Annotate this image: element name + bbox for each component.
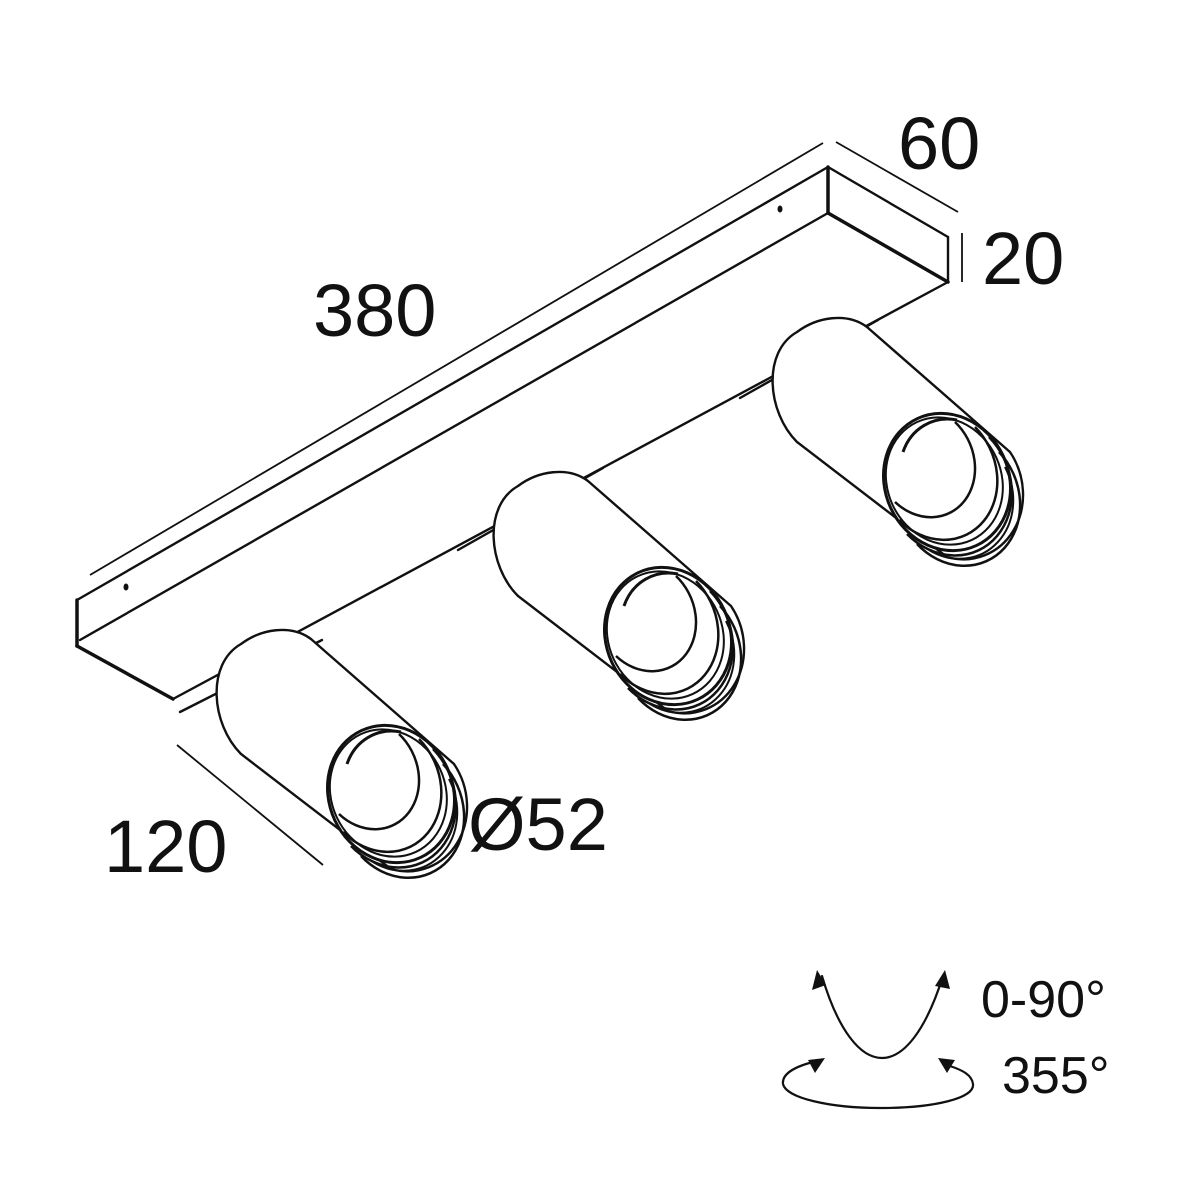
tilt-arrow-icon (812, 970, 950, 1060)
dim-line-spot-length (176, 744, 324, 866)
dimension-lines (89, 141, 963, 866)
screw-hole-left (123, 583, 129, 591)
spot-diameter-label: Ø52 (468, 783, 608, 866)
pan-arrow-icon (781, 1058, 975, 1110)
spotlight-middle (456, 466, 756, 728)
spotlight-left (178, 628, 479, 886)
depth-label: 60 (898, 102, 981, 185)
dim-line-depth (835, 141, 959, 213)
length-label: 380 (313, 269, 437, 352)
spot-length-label: 120 (104, 805, 228, 888)
dim-line-length (89, 142, 824, 576)
screw-hole-right (777, 205, 783, 213)
tilt-range-label: 0-90° (981, 971, 1106, 1029)
height-label: 20 (982, 217, 1065, 300)
spotlight-right (738, 316, 1035, 574)
pan-range-label: 355° (1002, 1047, 1110, 1105)
